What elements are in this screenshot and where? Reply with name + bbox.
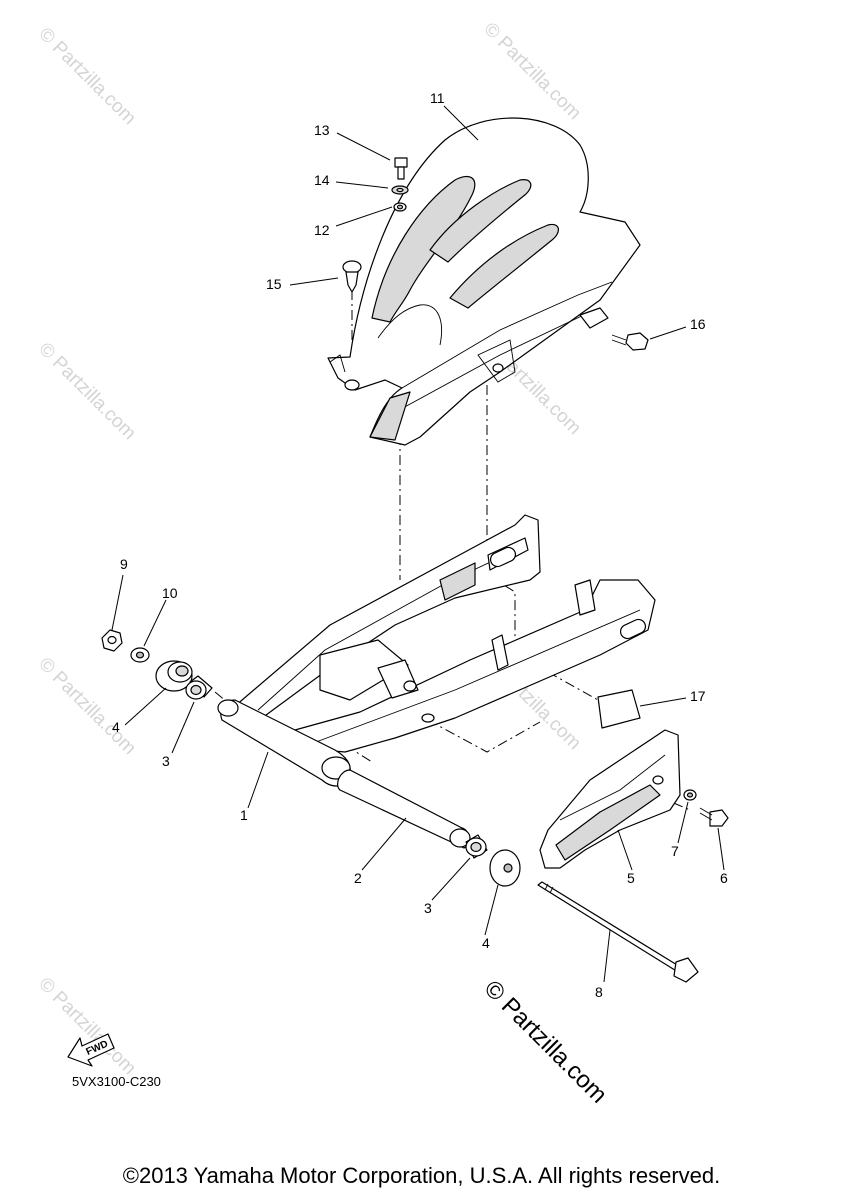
callout-7: 7 <box>671 843 679 859</box>
callout-12: 12 <box>314 222 330 238</box>
thrust-cover-4-right <box>489 849 521 887</box>
watermark: © Partzilla.com <box>34 654 139 759</box>
nut-9 <box>101 629 123 652</box>
callouts: 11 13 14 12 15 16 9 10 4 3 1 2 3 4 8 5 7… <box>112 90 728 1000</box>
callout-1: 1 <box>240 807 248 823</box>
rivet-15 <box>342 260 362 293</box>
callout-16: 16 <box>690 316 706 332</box>
washer-10 <box>130 647 150 663</box>
bearing-3-left <box>185 675 213 700</box>
callout-15: 15 <box>266 276 282 292</box>
callout-10: 10 <box>162 585 178 601</box>
callout-8: 8 <box>595 984 603 1000</box>
callout-5: 5 <box>627 870 635 886</box>
diagram-code: 5VX3100-C230 <box>72 1074 161 1089</box>
callout-14: 14 <box>314 172 330 188</box>
callout-4: 4 <box>482 935 490 951</box>
callout-6: 6 <box>720 870 728 886</box>
collar-12 <box>393 202 407 212</box>
watermark-prominent: © Partzilla.com <box>479 975 612 1108</box>
thrust-cover-4-left <box>155 660 193 692</box>
callout-11: 11 <box>430 90 445 106</box>
watermark: © Partzilla.com <box>34 24 139 129</box>
callout-3: 3 <box>162 753 170 769</box>
callout-4: 4 <box>112 719 120 735</box>
leader-lines <box>111 105 725 983</box>
callout-13: 13 <box>314 122 330 138</box>
bolt-6 <box>699 807 729 827</box>
callout-3: 3 <box>424 900 432 916</box>
collar-7 <box>683 789 697 801</box>
watermark: © Partzilla.com <box>479 19 584 124</box>
label-17 <box>597 689 641 729</box>
fwd-arrow-icon: FWD <box>67 1033 115 1067</box>
collar-2 <box>337 769 471 849</box>
callout-2: 2 <box>354 870 362 886</box>
bearing-3-right <box>465 834 488 859</box>
bolt-16 <box>611 332 649 351</box>
callout-17: 17 <box>690 688 706 704</box>
rear-arm <box>217 514 656 787</box>
rear-fender <box>327 117 641 446</box>
copyright-notice: ©2013 Yamaha Motor Corporation, U.S.A. A… <box>122 1163 721 1188</box>
pivot-shaft <box>537 881 699 983</box>
bolt-13 <box>394 157 408 180</box>
watermark: © Partzilla.com <box>34 339 139 444</box>
washer-14 <box>391 185 409 195</box>
chain-guard <box>539 729 681 869</box>
callout-9: 9 <box>120 556 128 572</box>
